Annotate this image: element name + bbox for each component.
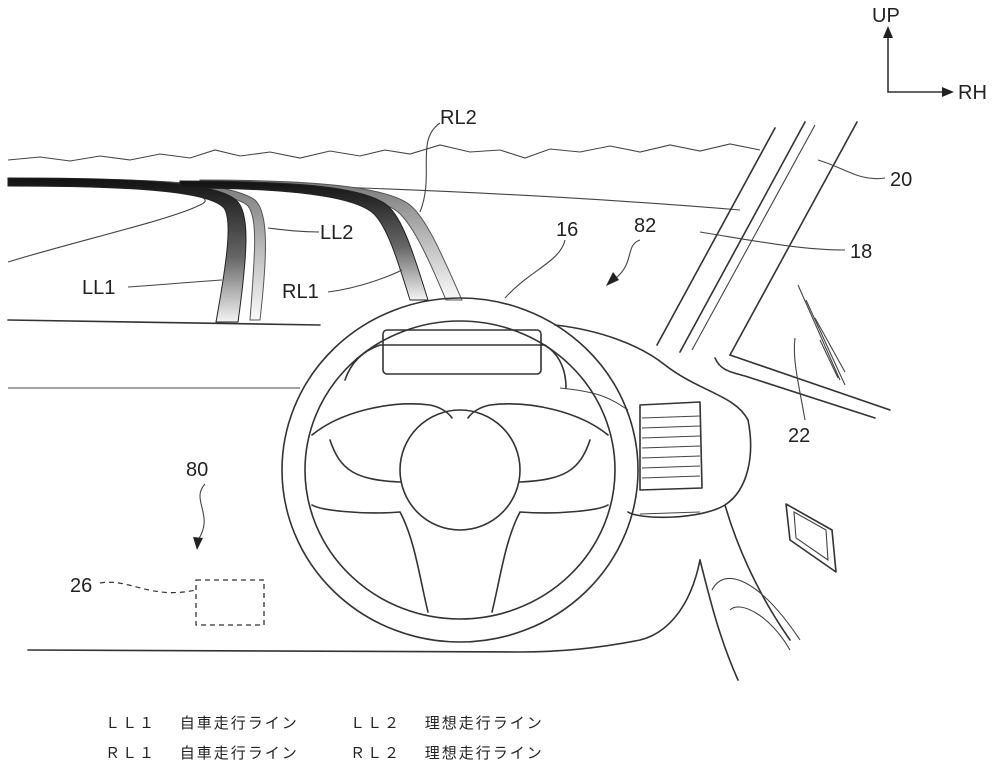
legend-rl2-code: ＲＬ２	[350, 746, 402, 762]
legend-ll2-text: 理想走行ライン	[424, 716, 544, 732]
label-80: 80	[186, 459, 208, 481]
label-16: 16	[556, 219, 578, 241]
legend-row-2: ＲＬ１ 自車走行ライン	[105, 742, 299, 763]
steering-wheel	[281, 297, 639, 643]
arrow-80-head	[193, 537, 203, 550]
label-20: 20	[890, 169, 912, 191]
arrow-82-head	[606, 272, 619, 286]
legend-row-2b: ＲＬ２ 理想走行ライン	[350, 742, 544, 763]
door-handle	[785, 503, 837, 573]
road-left-edge	[7, 181, 206, 263]
label-rl2: RL2	[440, 107, 477, 129]
dashboard	[7, 319, 801, 681]
label-ll1: LL1	[82, 277, 115, 299]
legend-row-1b: ＬＬ２ 理想走行ライン	[350, 712, 544, 733]
label-rl1: RL1	[282, 281, 319, 303]
own-line-ll1	[7, 177, 247, 323]
legend-rl2-text: 理想走行ライン	[424, 746, 544, 762]
legend-ll1-code: ＬＬ１	[105, 716, 157, 732]
orientation-arrows	[883, 26, 954, 97]
leader-lines	[127, 122, 886, 421]
device-26-leader	[99, 581, 197, 594]
instrument-cluster	[344, 329, 567, 389]
device-26-box	[195, 579, 265, 626]
label-26: 26	[70, 575, 92, 597]
legend-rl1-text: 自車走行ライン	[179, 746, 299, 762]
arrow-80	[197, 483, 206, 541]
legend-rl1-code: ＲＬ１	[105, 746, 157, 762]
label-ll2: LL2	[320, 222, 353, 244]
legend-ll2-code: ＬＬ２	[350, 716, 402, 732]
rh-label: RH	[958, 82, 987, 104]
own-line-rl1	[179, 180, 429, 301]
label-18: 18	[850, 241, 872, 263]
legend-row-1: ＬＬ１ 自車走行ライン	[105, 712, 299, 733]
side-window	[714, 284, 891, 419]
a-pillar	[656, 121, 858, 356]
legend-ll1-text: 自車走行ライン	[179, 716, 299, 732]
horizon-line	[7, 143, 761, 162]
up-label: UP	[872, 5, 900, 27]
label-22: 22	[788, 425, 810, 447]
air-vent	[639, 401, 703, 491]
arrow-82	[615, 239, 641, 279]
label-82: 82	[634, 215, 656, 237]
